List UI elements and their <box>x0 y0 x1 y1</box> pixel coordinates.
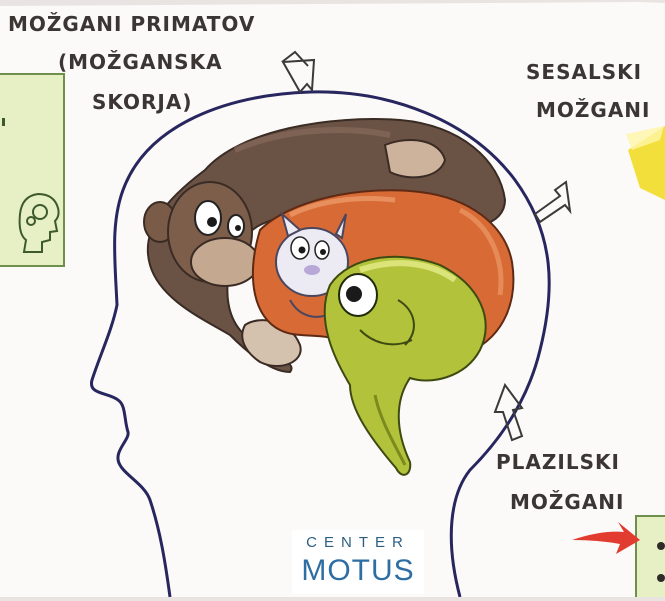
reptile-label-line-1: PLAZILSKI <box>496 450 620 474</box>
mammal-label-line-2: MOŽGANI <box>536 98 650 122</box>
center-motus-logo: CENTER MOTUS <box>292 530 424 594</box>
logo-line-1: CENTER <box>292 534 424 551</box>
logo-line-2: MOTUS <box>292 554 424 588</box>
primate-label-line-3: SKORJA) <box>92 90 192 114</box>
primate-label-line-2: (MOŽGANSKA <box>58 50 223 74</box>
bottom-right-card <box>636 516 665 597</box>
mammal-label-line-1: SESALSKI <box>526 60 642 84</box>
primate-label-line-1: MOŽGANI PRIMATOV <box>8 12 255 36</box>
reptile-label-line-2: MOŽGANI <box>510 490 624 514</box>
bullet-icon <box>657 574 665 582</box>
bullet-icon <box>657 542 665 550</box>
side-card <box>0 74 64 266</box>
